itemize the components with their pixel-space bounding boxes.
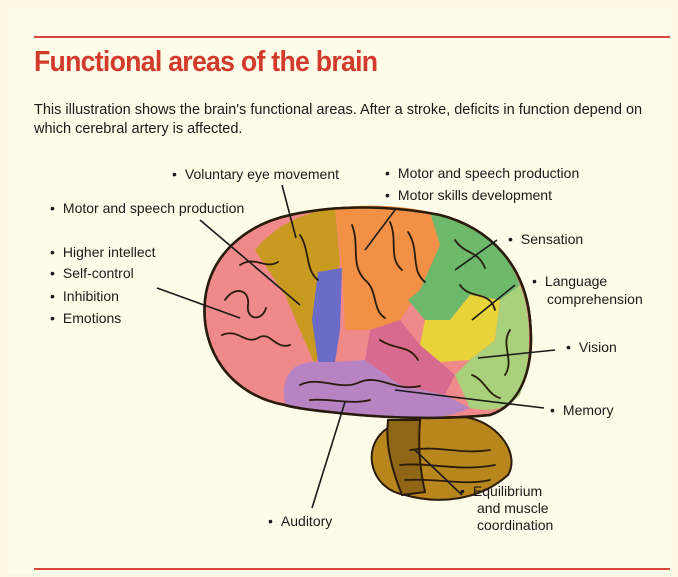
label-motor-skills: • Motor skills development xyxy=(385,186,552,204)
label-language-comprehension: • Language xyxy=(532,272,607,290)
label-text: Vision xyxy=(579,339,617,355)
label-higher-intellect: • Higher intellect xyxy=(50,243,156,261)
bullet: • xyxy=(50,310,55,326)
label-text: and muscle xyxy=(477,500,549,516)
label-text: Motor skills development xyxy=(398,187,552,203)
label-text: Emotions xyxy=(63,310,121,326)
label-memory: • Memory xyxy=(550,401,613,419)
label-text: Voluntary eye movement xyxy=(185,166,339,182)
bullet: • xyxy=(50,200,55,216)
bullet: • xyxy=(50,288,55,304)
bullet: • xyxy=(508,231,513,247)
label-equilibrium-line3: coordination xyxy=(477,516,553,534)
bullet: • xyxy=(532,273,537,289)
label-text: Self-control xyxy=(63,265,134,281)
label-text: Motor and speech production xyxy=(63,200,244,216)
bullet: • xyxy=(268,513,273,529)
label-equilibrium: • Equilibrium xyxy=(460,482,542,500)
label-motor-speech-top: • Motor and speech production xyxy=(385,164,579,182)
label-vision: • Vision xyxy=(566,338,617,356)
label-text: Memory xyxy=(563,402,614,418)
bullet: • xyxy=(385,165,390,181)
label-language-comprehension-line2: comprehension xyxy=(547,290,643,308)
bullet: • xyxy=(460,483,465,499)
label-emotions: • Emotions xyxy=(50,309,121,327)
label-sensation: • Sensation xyxy=(508,230,583,248)
label-text: Motor and speech production xyxy=(398,165,579,181)
bullet: • xyxy=(550,402,555,418)
label-self-control: • Self-control xyxy=(50,264,134,282)
label-text: Equilibrium xyxy=(473,483,542,499)
label-voluntary-eye-movement: • Voluntary eye movement xyxy=(172,165,339,183)
label-motor-speech-left: • Motor and speech production xyxy=(50,199,244,217)
label-equilibrium-line2: and muscle xyxy=(477,499,549,517)
bullet: • xyxy=(566,339,571,355)
label-text: Language xyxy=(545,273,607,289)
bullet: • xyxy=(50,265,55,281)
label-auditory: • Auditory xyxy=(268,512,332,530)
label-text: Inhibition xyxy=(63,288,119,304)
label-text: Sensation xyxy=(521,231,583,247)
label-inhibition: • Inhibition xyxy=(50,287,119,305)
label-text: Higher intellect xyxy=(63,244,156,260)
bullet: • xyxy=(172,166,177,182)
label-text: coordination xyxy=(477,517,553,533)
label-text: comprehension xyxy=(547,291,643,307)
bullet: • xyxy=(50,244,55,260)
bullet: • xyxy=(385,187,390,203)
label-text: Auditory xyxy=(281,513,332,529)
